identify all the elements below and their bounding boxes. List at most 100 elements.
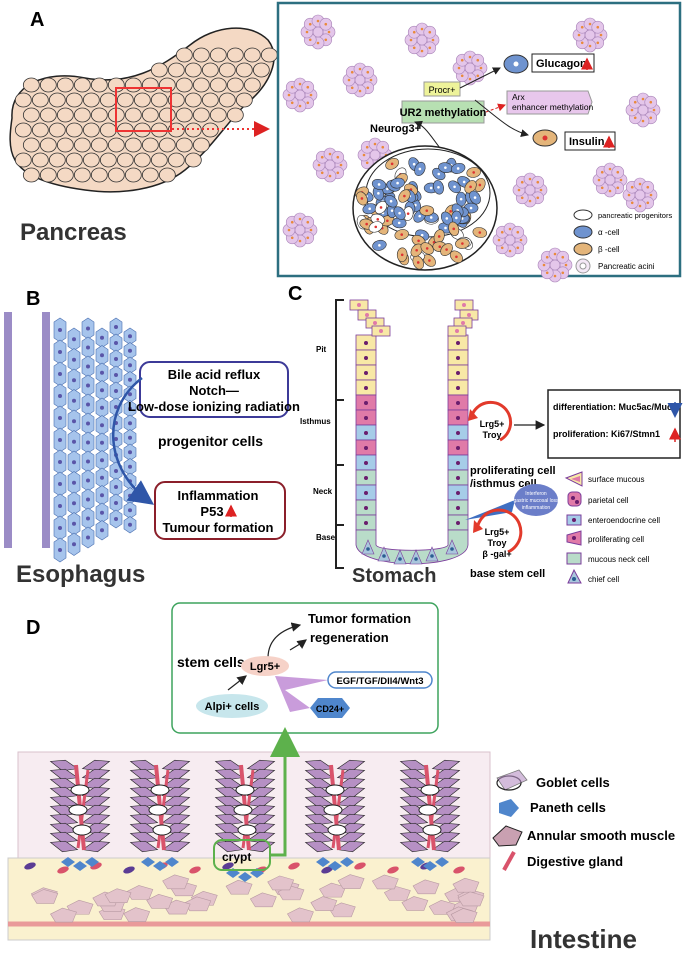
acinus-nucleus bbox=[646, 185, 650, 189]
acinus-nucleus bbox=[308, 22, 312, 26]
legend-chief-dot bbox=[572, 577, 576, 581]
goblet-cell bbox=[304, 840, 334, 853]
acinus-nucleus bbox=[520, 196, 524, 200]
bile-acid-text: Bile acid reflux bbox=[168, 367, 261, 382]
goblet-cell bbox=[336, 804, 366, 817]
tumor-arrow bbox=[267, 622, 302, 659]
tumour-text: Tumour formation bbox=[163, 520, 274, 535]
muscle-cell bbox=[126, 885, 154, 900]
esophagus-nucleus bbox=[72, 460, 76, 465]
esophagus-nucleus bbox=[100, 440, 104, 445]
acinus-nucleus bbox=[308, 38, 312, 42]
acinus-nucleus bbox=[362, 153, 366, 157]
legend-parietal: parietal cell bbox=[588, 496, 629, 505]
gland-nucleus bbox=[456, 416, 460, 420]
acinus-nucleus bbox=[588, 44, 592, 48]
muscle-cell bbox=[249, 892, 277, 908]
esophagus-nucleus bbox=[58, 438, 62, 442]
islet-nucleus bbox=[452, 227, 456, 231]
acinus-nucleus bbox=[616, 186, 620, 190]
goblet-cell bbox=[161, 831, 191, 844]
acinus-nucleus bbox=[553, 274, 557, 278]
acinus-nucleus bbox=[652, 108, 656, 112]
islet-nucleus bbox=[417, 239, 420, 243]
insulin-box bbox=[564, 131, 616, 151]
acinus-nucleus bbox=[350, 86, 354, 90]
esophagus-nucleus bbox=[128, 392, 132, 397]
pancreas-lobule bbox=[226, 47, 244, 63]
beta-cell-nucleus bbox=[542, 135, 548, 141]
pancreas-lobule bbox=[184, 92, 202, 108]
pit-nucleus bbox=[455, 329, 459, 333]
panel-b: B Bile acid reflux Notch— Low-dose ioniz… bbox=[4, 288, 300, 588]
acinus-nucleus bbox=[298, 82, 302, 86]
goblet-cell bbox=[161, 795, 191, 808]
esophagus-nucleus bbox=[72, 501, 76, 506]
pancreas-lobule bbox=[31, 152, 49, 168]
paneth-cell bbox=[328, 861, 342, 871]
pancreas-lobule bbox=[243, 77, 261, 93]
goblet-cell bbox=[161, 777, 191, 790]
pit-nucleus bbox=[462, 303, 466, 307]
esophagus-nucleus bbox=[100, 335, 104, 340]
acinus-nucleus bbox=[608, 189, 612, 193]
islet-nucleus bbox=[459, 197, 463, 201]
esophagus-nucleus bbox=[58, 504, 62, 508]
stem-cells-text: stem cells: bbox=[177, 654, 249, 670]
panel-a: A Pancreas Procr+ UR2 methylation Neurog… bbox=[9, 1, 682, 283]
muscle-cell bbox=[267, 875, 295, 891]
esophagus-nucleus bbox=[72, 480, 76, 485]
acinus-nucleus bbox=[327, 30, 331, 34]
esophagus-nucleus bbox=[86, 402, 90, 407]
pancreas-lobule bbox=[65, 122, 83, 138]
pancreas-lobule bbox=[56, 137, 74, 153]
islet-cells bbox=[355, 157, 488, 270]
esophagus-nucleus bbox=[72, 378, 76, 383]
mucosa-cell bbox=[453, 866, 465, 874]
goblet-cell bbox=[399, 840, 429, 853]
paneth-cell bbox=[423, 861, 437, 871]
region-pit: Pit bbox=[316, 345, 327, 354]
acinus-nucleus bbox=[306, 220, 310, 224]
goblet-mucus bbox=[148, 804, 168, 816]
muscle-cell bbox=[225, 879, 253, 895]
acinus-nucleus bbox=[542, 263, 546, 267]
pancreas-lobule bbox=[141, 107, 159, 123]
legend-paneth: Paneth cells bbox=[530, 800, 606, 815]
alpi-text: Alpi+ cells bbox=[205, 701, 260, 713]
muscle-cell bbox=[123, 907, 151, 922]
pancreas-lobule bbox=[133, 92, 151, 108]
acinus-nucleus bbox=[616, 170, 620, 174]
islet-nucleus bbox=[478, 183, 482, 187]
intestinal-villi bbox=[49, 759, 461, 882]
islet-nucleus bbox=[415, 248, 418, 252]
goblet-cell bbox=[431, 804, 461, 817]
pancreas-lobule bbox=[73, 77, 91, 93]
crypt-text: crypt bbox=[222, 850, 251, 864]
islet-nucleus bbox=[396, 181, 399, 185]
acinus-nucleus bbox=[528, 177, 532, 181]
acinus-center bbox=[324, 159, 336, 171]
esophagus-nucleus bbox=[58, 548, 62, 552]
goblet-cell bbox=[336, 759, 366, 772]
lgr5-niche-shape bbox=[275, 676, 328, 712]
pancreas-lobule bbox=[56, 77, 74, 93]
paneth-cell bbox=[141, 857, 155, 867]
pancreas-lobule bbox=[201, 62, 219, 78]
gland-nucleus bbox=[364, 356, 368, 360]
islet-nucleus bbox=[445, 217, 449, 220]
islet-nucleus bbox=[376, 218, 380, 221]
esophagus-nucleus bbox=[128, 421, 132, 426]
acinus-nucleus bbox=[358, 67, 362, 71]
pancreas-lobule bbox=[22, 77, 40, 93]
esophagus-title: Esophagus bbox=[16, 561, 145, 588]
acinus-center bbox=[464, 62, 476, 74]
esophagus-nucleus bbox=[58, 372, 62, 376]
pancreas-lobule bbox=[124, 107, 142, 123]
legend-goblet: Goblet cells bbox=[536, 775, 610, 790]
chief-nucleus bbox=[414, 557, 418, 561]
muscle-cell bbox=[50, 907, 77, 923]
acinus-nucleus bbox=[420, 49, 424, 53]
esophagus-nucleus bbox=[72, 521, 76, 526]
islet-nucleus bbox=[418, 214, 421, 218]
